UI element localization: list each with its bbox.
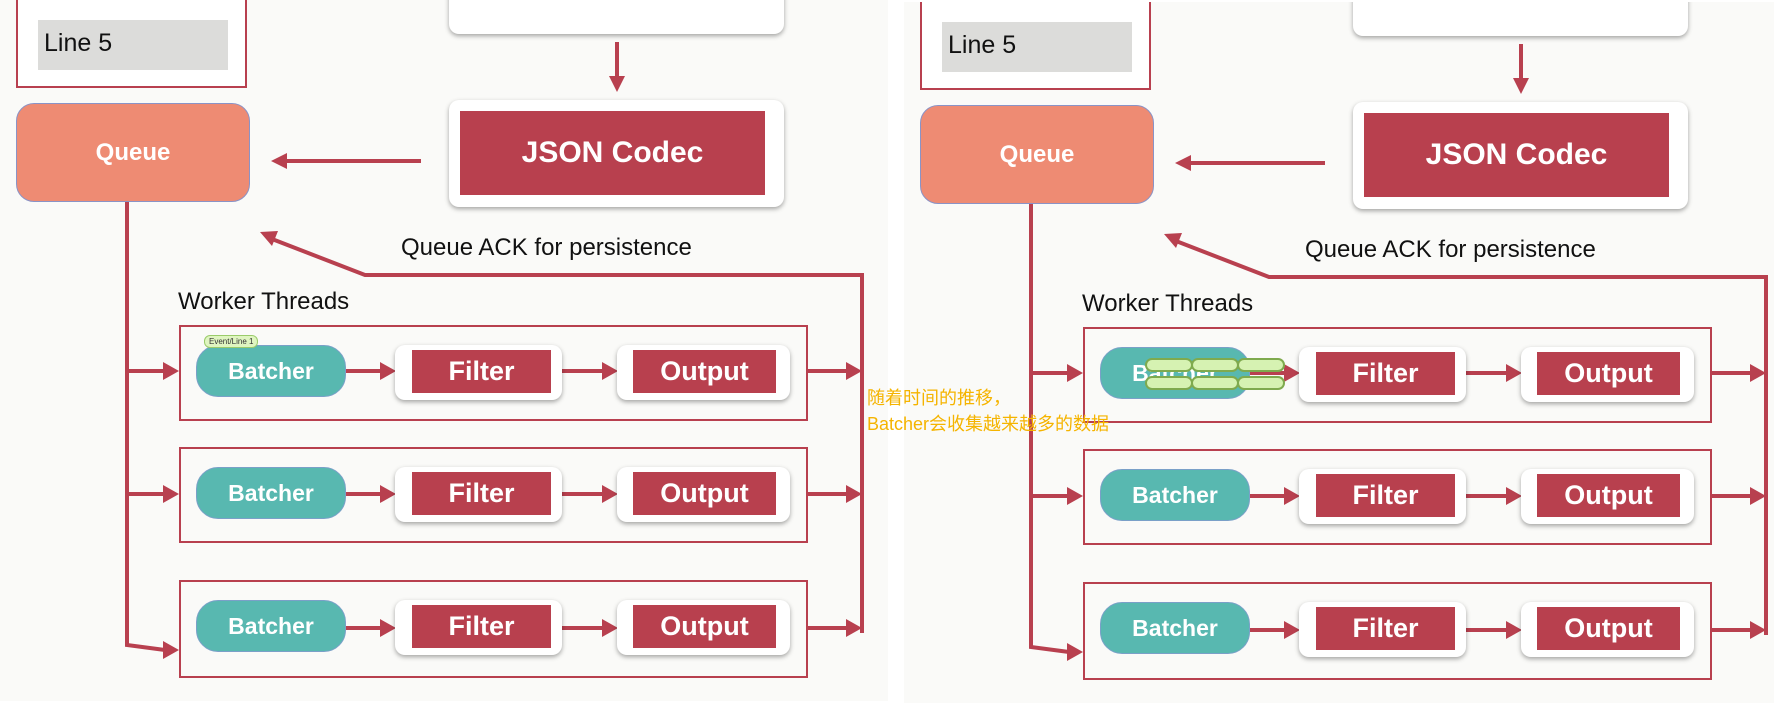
batcher-node: Batcher: [1100, 469, 1250, 521]
filter-label: Filter: [412, 350, 551, 393]
connector-arrows: [125, 42, 864, 659]
batched-event-pill: [1191, 376, 1239, 390]
output-node: Output: [617, 600, 790, 655]
json-codec-label: JSON Codec: [1364, 113, 1669, 197]
annotation-line-1: 随着时间的推移，: [867, 388, 1011, 408]
diagram-panel-after: Line 5 JSON Codec Queue Queue ACK for pe…: [904, 2, 1774, 703]
filter-label: Filter: [412, 605, 551, 648]
output-label: Output: [633, 605, 776, 648]
ack-label: Queue ACK for persistence: [1305, 236, 1596, 263]
batched-event-pill: [1145, 376, 1193, 390]
filter-node: Filter: [395, 467, 562, 522]
worker-threads-label: Worker Threads: [178, 288, 350, 315]
worker-thread-3: [179, 580, 808, 678]
batcher-node: Batcher: [1100, 602, 1250, 654]
batched-event-pill: [1237, 376, 1285, 390]
output-node: Output: [1521, 347, 1694, 402]
filter-node: Filter: [395, 345, 562, 400]
worker-thread-1: [1083, 327, 1712, 423]
filter-label: Filter: [1316, 352, 1455, 395]
batcher-node: Batcher: [1100, 347, 1250, 399]
json-codec-node: JSON Codec: [449, 100, 784, 207]
batcher-node: Batcher: [196, 600, 346, 652]
annotation-line-2: Batcher会收集越来越多的数据: [867, 414, 1110, 434]
output-node: Output: [1521, 602, 1694, 657]
worker-thread-1: [179, 325, 808, 421]
json-codec-label: JSON Codec: [460, 111, 765, 195]
ack-label: Queue ACK for persistence: [401, 234, 692, 261]
filter-node: Filter: [395, 600, 562, 655]
filter-label: Filter: [412, 472, 551, 515]
batched-event-pill: [1191, 358, 1239, 372]
batcher-node: Batcher: [196, 345, 346, 397]
output-node: Output: [617, 345, 790, 400]
event-tag: Event/Line 1: [204, 335, 259, 348]
input-lines-box: Line 5: [920, 2, 1151, 90]
batcher-node: Batcher: [196, 467, 346, 519]
batched-event-pill: [1145, 358, 1193, 372]
input-line: Line 5: [942, 22, 1132, 72]
worker-threads-label: Worker Threads: [1082, 290, 1254, 317]
queue-node: Queue: [16, 103, 250, 202]
worker-thread-2: [179, 447, 808, 543]
input-node-partial: [1353, 2, 1688, 36]
output-node: Output: [1521, 469, 1694, 524]
filter-node: Filter: [1299, 602, 1466, 657]
filter-label: Filter: [1316, 474, 1455, 517]
input-line: Line 5: [38, 20, 228, 70]
output-label: Output: [1537, 607, 1680, 650]
output-label: Output: [1537, 474, 1680, 517]
diagram-panel-before: Line 5 JSON Codec Queue Queue ACK for pe…: [0, 0, 888, 701]
worker-thread-2: [1083, 449, 1712, 545]
output-node: Output: [617, 467, 790, 522]
connector-arrows: [1029, 44, 1768, 661]
output-label: Output: [633, 472, 776, 515]
filter-node: Filter: [1299, 347, 1466, 402]
filter-node: Filter: [1299, 469, 1466, 524]
worker-thread-3: [1083, 582, 1712, 680]
output-label: Output: [1537, 352, 1680, 395]
filter-label: Filter: [1316, 607, 1455, 650]
json-codec-node: JSON Codec: [1353, 102, 1688, 209]
output-label: Output: [633, 350, 776, 393]
input-lines-box: Line 5: [16, 0, 247, 88]
queue-node: Queue: [920, 105, 1154, 204]
batched-event-pill: [1237, 358, 1285, 372]
input-node-partial: [449, 0, 784, 34]
